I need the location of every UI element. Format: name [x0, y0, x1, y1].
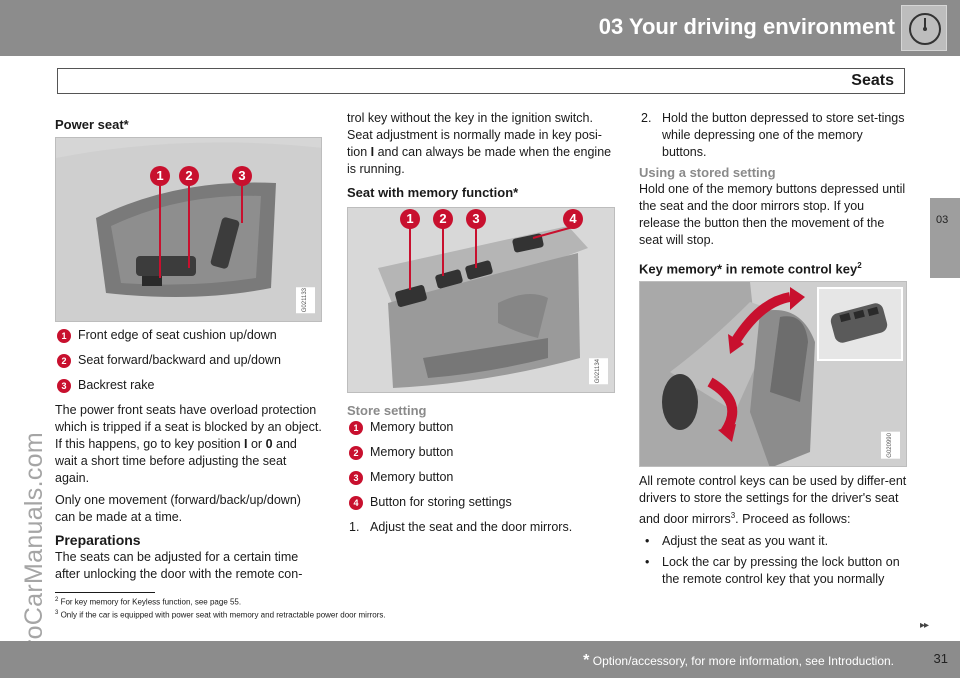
- badge-1: 1: [400, 209, 420, 229]
- column-2: trol key without the key in the ignition…: [347, 110, 615, 540]
- badge-2: 2: [433, 209, 453, 229]
- header-band: [0, 0, 960, 56]
- number-badge: 4: [349, 496, 363, 510]
- overload-paragraph: The power front seats have overload prot…: [55, 403, 322, 485]
- number-badge: 1: [349, 421, 363, 435]
- stored-setting-text: Hold one of the memory buttons depressed…: [639, 182, 906, 247]
- list-item-text: Adjust the seat as you want it.: [662, 534, 829, 549]
- figure-code: G021134: [589, 357, 608, 384]
- list-item: •Adjust the seat as you want it.: [645, 534, 829, 549]
- number-badge: 3: [57, 379, 71, 393]
- memory-seat-figure: 1 2 3 4 G021134: [347, 207, 615, 393]
- power-seat-figure: 1 2 3 G021133: [55, 137, 322, 322]
- badge-1: 1: [150, 166, 170, 186]
- step-1: 1. Adjust the seat and the door mirrors.: [347, 519, 615, 536]
- column-3: 2. Hold the button depressed to store set…: [639, 110, 907, 592]
- list-item-text: Seat forward/backward and up/down: [78, 353, 281, 367]
- speedometer-icon: [901, 5, 947, 51]
- list-item: 3 Backrest rake: [55, 377, 322, 394]
- badge-3: 3: [232, 166, 252, 186]
- number-badge: 3: [349, 471, 363, 485]
- step-text: Hold the button depressed to store set-t…: [662, 111, 905, 159]
- preparations-text: The seats can be adjusted for a certain …: [55, 550, 303, 581]
- chapter-tab: [930, 198, 960, 278]
- footnote: 2 For key memory for Keyless function, s…: [55, 597, 242, 607]
- next-page-arrows-icon: ▸▸: [920, 620, 929, 631]
- key-memory-steps: •Adjust the seat as you want it. •Lock t…: [639, 533, 907, 588]
- memory-seat-heading: Seat with memory function*: [347, 185, 519, 200]
- list-item: 4 Button for storing settings: [347, 494, 615, 511]
- list-item-text: Lock the car by pressing the lock button…: [662, 555, 900, 587]
- section-title: Seats: [851, 72, 894, 89]
- list-item: 2 Memory button: [347, 444, 615, 461]
- list-item-text: Memory button: [370, 420, 454, 434]
- movement-paragraph: Only one movement (forward/back/up/down)…: [55, 493, 301, 524]
- stored-setting-heading: Using a stored setting: [639, 165, 776, 180]
- figure-code: G020990: [881, 431, 900, 459]
- number-badge: 2: [349, 446, 363, 460]
- step-text: Adjust the seat and the door mirrors.: [370, 520, 573, 534]
- figure-code: G021133: [296, 286, 315, 313]
- store-setting-heading: Store setting: [347, 403, 427, 418]
- page-number: 31: [933, 651, 948, 666]
- step-2: 2. Hold the button depressed to store set…: [639, 110, 907, 161]
- footer-band: [0, 641, 960, 678]
- chapter-title: 03 Your driving environment: [598, 14, 895, 39]
- badge-2: 2: [179, 166, 199, 186]
- watermark: ProCarManuals.com: [20, 432, 48, 665]
- list-item-text: Front edge of seat cushion up/down: [78, 328, 277, 342]
- number-badge: 2: [57, 354, 71, 368]
- preparations-heading: Preparations: [55, 532, 141, 548]
- list-item-text: Backrest rake: [78, 378, 155, 392]
- footnotes: 2 For key memory for Keyless function, s…: [55, 592, 615, 620]
- badge-4: 4: [563, 209, 583, 229]
- chapter-tab-label: 03: [936, 214, 949, 226]
- list-item: 3 Memory button: [347, 469, 615, 486]
- list-item: •Lock the car by pressing the lock butto…: [645, 555, 900, 587]
- badge-3: 3: [466, 209, 486, 229]
- footnote: 3 Only if the car is equipped with power…: [55, 609, 386, 620]
- list-item-text: Button for storing settings: [370, 495, 512, 509]
- footnote-rule: [55, 592, 155, 593]
- list-item: 1 Front edge of seat cushion up/down: [55, 327, 322, 344]
- key-memory-heading: Key memory* in remote control key2: [639, 261, 862, 277]
- key-position-paragraph: trol key without the key in the ignition…: [347, 111, 612, 176]
- power-seat-heading: Power seat*: [55, 117, 129, 132]
- section-bar: Seats: [57, 68, 905, 94]
- list-item: 1 Memory button: [347, 419, 615, 436]
- list-item: 2 Seat forward/backward and up/down: [55, 352, 322, 369]
- number-badge: 1: [57, 329, 71, 343]
- list-item-text: Memory button: [370, 470, 454, 484]
- key-memory-paragraph: All remote control keys can be used by d…: [639, 474, 907, 527]
- footer-note: * Option/accessory, for more information…: [583, 652, 894, 669]
- step-number: 2.: [641, 111, 652, 125]
- step-number: 1.: [349, 520, 360, 534]
- power-seat-legend: 1 Front edge of seat cushion up/down 2 Sea…: [55, 327, 322, 394]
- key-memory-figure: G020990: [639, 281, 907, 468]
- list-item-text: Memory button: [370, 445, 454, 459]
